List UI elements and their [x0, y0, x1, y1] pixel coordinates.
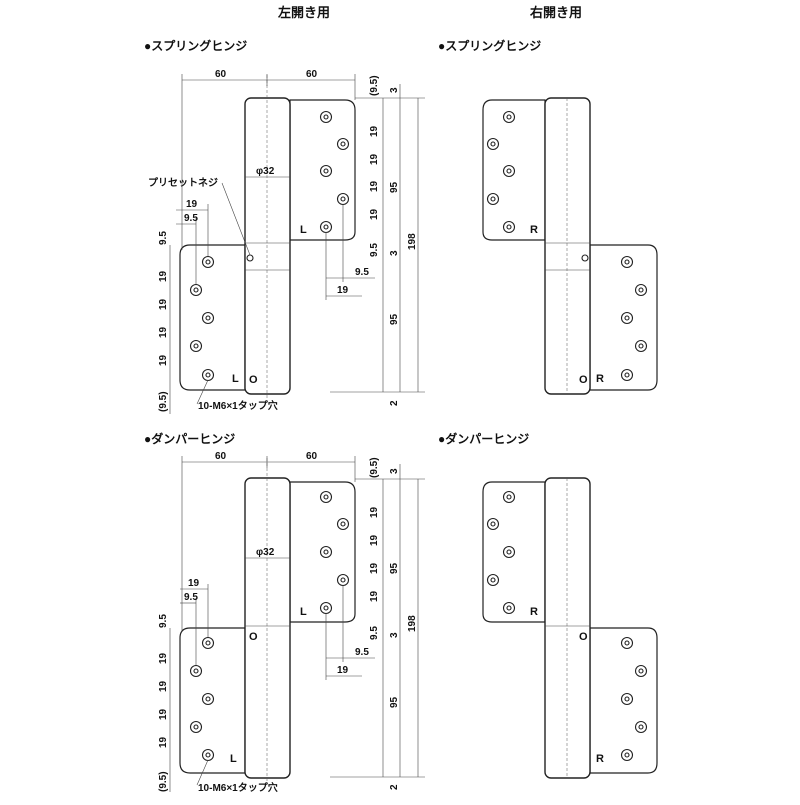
dim-phi32: φ32 [256, 547, 275, 558]
tap-hole-label: 10-M6×1タップ穴 [198, 399, 278, 412]
left-open-header: 左開き用 [278, 5, 330, 20]
preset-screw-icon [581, 254, 589, 262]
dim-2: 2 [389, 784, 400, 790]
left-mark-L: L [300, 606, 307, 618]
orientation-mark-O: O [579, 631, 588, 643]
dim-9-5: 9.5 [184, 213, 198, 224]
dim-19: 19 [158, 680, 169, 692]
hinge-barrel [544, 97, 591, 395]
hinge-barrel [244, 97, 291, 395]
lower-hole-group [189, 255, 215, 382]
dim-phi32: φ32 [256, 166, 275, 177]
dim-9-5: 9.5 [369, 243, 380, 257]
dim-3: 3 [389, 87, 400, 93]
dim-19: 19 [158, 270, 169, 282]
preset-screw-icon [246, 254, 254, 262]
dim-2: 2 [389, 400, 400, 406]
dim-19: 19 [158, 354, 169, 366]
spring-hinge-right-title: ●スプリングヒンジ [438, 38, 541, 53]
tap-hole-leader [196, 379, 209, 405]
dim-9-5: 9.5 [184, 592, 198, 603]
dim-19: 19 [369, 534, 380, 546]
lower-hole-group [620, 255, 648, 382]
dim-9-5-paren: (9.5) [158, 771, 169, 792]
dim-95: 95 [389, 313, 400, 325]
dim-95: 95 [389, 181, 400, 193]
dim-9-5: 9.5 [355, 647, 369, 658]
orientation-mark-O: O [579, 374, 588, 386]
right-mark-R: R [530, 224, 538, 236]
dim-19: 19 [369, 153, 380, 165]
dim-19: 19 [188, 578, 200, 589]
dim-19: 19 [337, 665, 349, 676]
dim-19: 19 [158, 298, 169, 310]
left-mark-L: L [230, 753, 237, 765]
dim-60: 60 [306, 69, 318, 80]
dim-9-5-paren: (9.5) [369, 75, 380, 96]
dim-19: 19 [369, 506, 380, 518]
preset-screw-label: プリセットネジ [148, 176, 218, 189]
preset-screw-leader [221, 182, 251, 256]
right-mark-R: R [596, 753, 604, 765]
left-mark-L: L [232, 373, 239, 385]
spring-hinge-left-title: ●スプリングヒンジ [144, 38, 247, 53]
left-mark-L: L [300, 224, 307, 236]
dim-3: 3 [389, 468, 400, 474]
dim-19: 19 [158, 652, 169, 664]
upper-hole-group [486, 490, 516, 615]
dim-19: 19 [369, 562, 380, 574]
damper-hinge-left-drawing: L L O 60 60 φ32 (9.5) 3 19 19 19 19 9.5 … [158, 451, 425, 794]
dim-19: 19 [158, 736, 169, 748]
hinge-barrel [544, 477, 591, 779]
upper-hole-group [319, 490, 350, 615]
dim-9-5: 9.5 [158, 231, 169, 245]
damper-hinge-left-title: ●ダンパーヒンジ [144, 431, 235, 446]
dim-60: 60 [306, 451, 318, 462]
dim-19: 19 [369, 590, 380, 602]
orientation-mark-O: O [249, 374, 258, 386]
dim-19: 19 [369, 180, 380, 192]
dim-19: 19 [369, 208, 380, 220]
dim-60: 60 [215, 69, 227, 80]
upper-hole-group [319, 110, 350, 234]
dim-19: 19 [337, 285, 349, 296]
right-mark-R: R [596, 373, 604, 385]
dim-9-5: 9.5 [369, 626, 380, 640]
dim-60: 60 [215, 451, 227, 462]
dim-19: 19 [158, 708, 169, 720]
lower-hole-group [620, 636, 648, 762]
dim-95: 95 [389, 696, 400, 708]
upper-hole-group [486, 110, 516, 234]
dim-198: 198 [407, 233, 418, 250]
dim-9-5-paren: (9.5) [369, 457, 380, 478]
tap-hole-leader [196, 759, 209, 786]
dim-198: 198 [407, 615, 418, 632]
dim-19: 19 [369, 125, 380, 137]
damper-hinge-right-title: ●ダンパーヒンジ [438, 431, 529, 446]
damper-hinge-right-drawing: R R O [482, 477, 658, 779]
dim-9-5-paren: (9.5) [158, 391, 169, 412]
right-open-header: 右開き用 [529, 5, 582, 20]
dim-19: 19 [186, 199, 198, 210]
dim-19: 19 [158, 326, 169, 338]
lower-hole-group [189, 636, 215, 762]
spring-hinge-right-drawing: R R O [482, 97, 658, 395]
spring-hinge-left-drawing: プリセットネジ L L O 60 60 φ32 [148, 69, 425, 414]
orientation-mark-O: O [249, 631, 258, 643]
dim-3: 3 [389, 632, 400, 638]
right-mark-R: R [530, 606, 538, 618]
hinge-barrel [244, 477, 291, 779]
dim-3: 3 [389, 250, 400, 256]
dim-9-5: 9.5 [355, 267, 369, 278]
dim-95: 95 [389, 562, 400, 574]
dim-9-5: 9.5 [158, 614, 169, 628]
tap-hole-label: 10-M6×1タップ穴 [198, 781, 278, 794]
